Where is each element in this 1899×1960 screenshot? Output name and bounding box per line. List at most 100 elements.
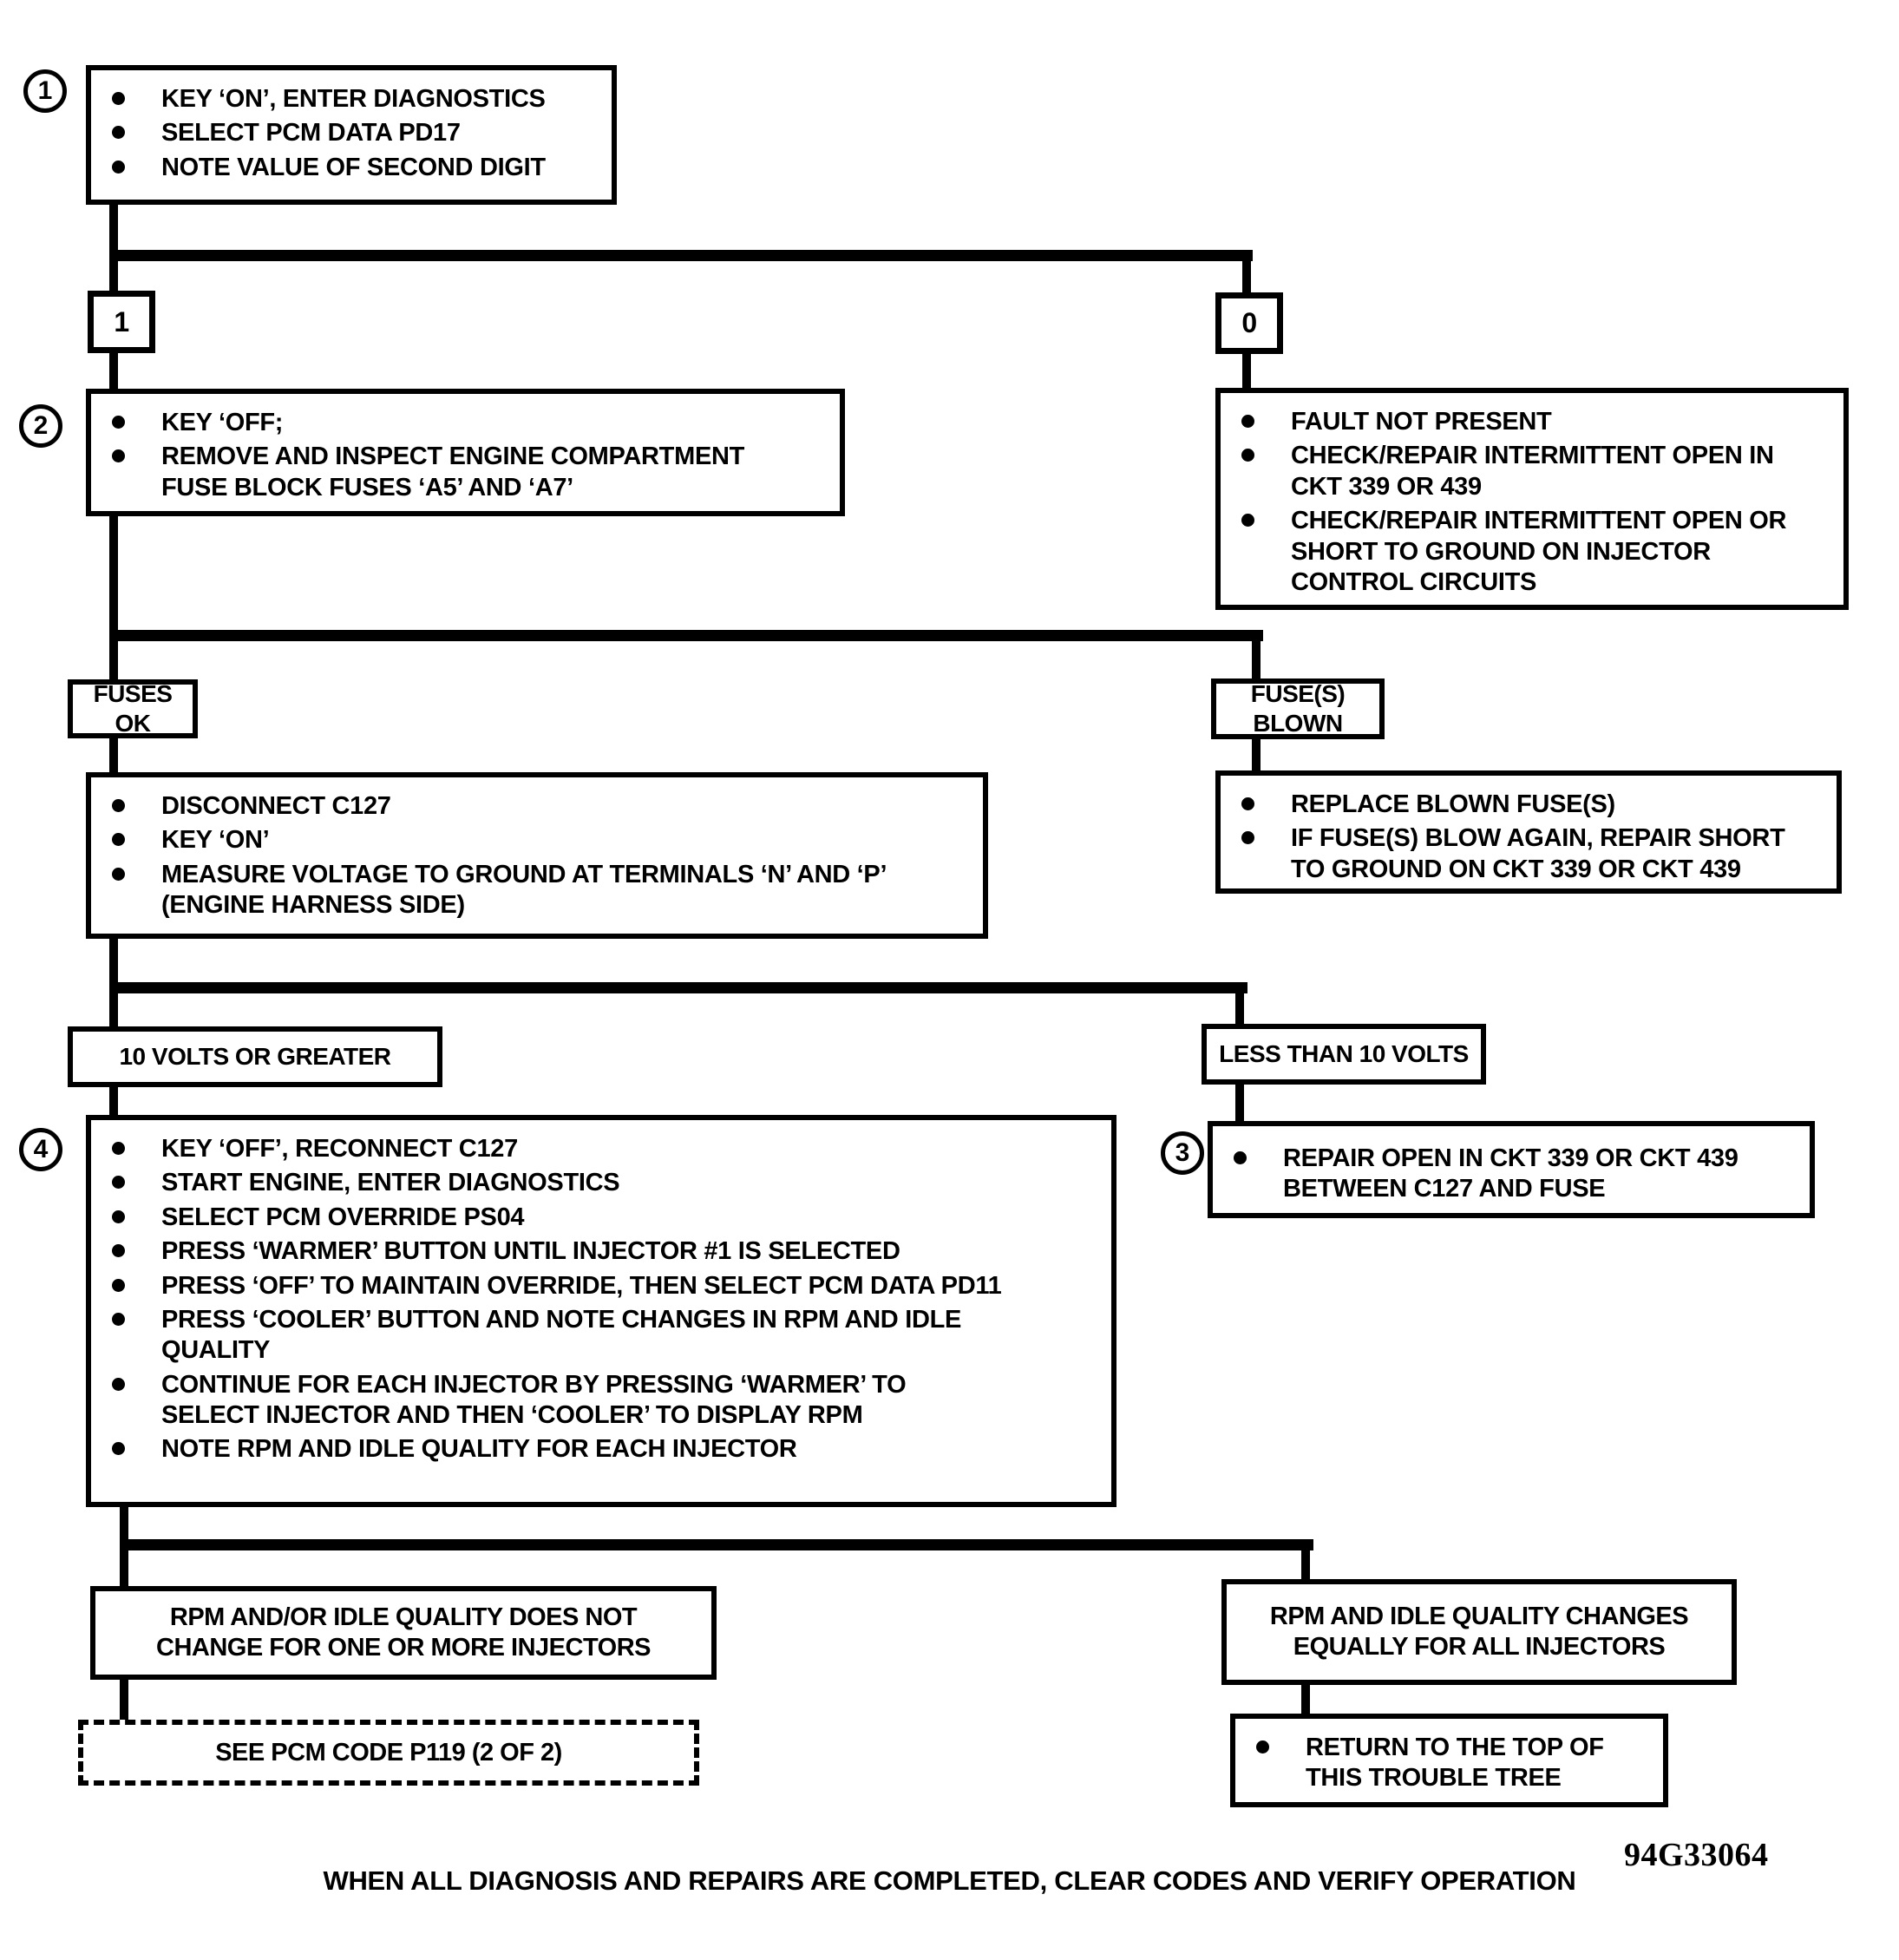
bullet-dot-icon [112,867,125,881]
bullet-dot-icon [112,449,125,463]
bullet-text: KEY ‘OFF’, RECONNECT C127 [161,1135,518,1163]
bullet-dot-icon [112,799,125,812]
bullet-text: KEY ‘OFF; [161,409,284,436]
flow-node-return-top: RETURN TO THE TOP OF THIS TROUBLE TREE [1230,1714,1668,1807]
list-item: PRESS ‘WARMER’ BUTTON UNTIL INJECTOR #1 … [112,1236,1096,1267]
flow-node-replace-fuses: REPLACE BLOWN FUSE(S) IF FUSE(S) BLOW AG… [1215,770,1842,894]
flow-node-see-pcm-code: SEE PCM CODE P119 (2 OF 2) [78,1720,699,1786]
flow-node-rpm-changes-equally: RPM AND IDLE QUALITY CHANGES EQUALLY FOR… [1221,1579,1737,1685]
footer-note: WHEN ALL DIAGNOSIS AND REPAIRS ARE COMPL… [323,1865,1576,1896]
connector [109,935,118,1028]
flow-node-volts-ge: 10 VOLTS OR GREATER [68,1026,442,1087]
list-item: RETURN TO THE TOP OF THIS TROUBLE TREE [1256,1733,1647,1794]
bullet-text: REPLACE BLOWN FUSE(S) [1291,790,1615,818]
flow-node-fuses-ok: FUSES OK [68,679,198,738]
flow-node-step1: KEY ‘ON’, ENTER DIAGNOSTICS SELECT PCM D… [86,65,617,205]
bullet-dot-icon [112,126,125,140]
list-item: CONTINUE FOR EACH INJECTOR BY PRESSING ‘… [112,1370,1096,1432]
bullet-dot-icon [112,833,125,847]
flow-node-volts-lt: LESS THAN 10 VOLTS [1202,1024,1486,1085]
list-item: KEY ‘OFF’, RECONNECT C127 [112,1134,1096,1164]
bullet-text: PRESS ‘OFF’ TO MAINTAIN OVERRIDE, THEN S… [161,1271,1002,1300]
list-item: CHECK/REPAIR INTERMITTENT OPEN IN CKT 33… [1241,441,1828,502]
list-item: REPLACE BLOWN FUSE(S) [1241,790,1821,820]
bullet-text: IF FUSE(S) BLOW AGAIN, REPAIR SHORT TO G… [1291,824,1785,883]
bullet-dot-icon [112,1244,125,1258]
connector [109,202,118,292]
connector [1235,988,1244,1026]
bullet-dot-icon [1241,415,1254,428]
bullet-dot-icon [112,160,125,174]
bullet-text: CONTINUE FOR EACH INJECTOR BY PRESSING ‘… [161,1370,907,1429]
list-item: KEY ‘ON’, ENTER DIAGNOSTICS [112,84,596,115]
bullet-text: REMOVE AND INSPECT ENGINE COMPARTMENT FU… [161,442,745,501]
bullet-text: MEASURE VOLTAGE TO GROUND AT TERMINALS ‘… [161,860,887,920]
connector [1252,636,1261,680]
bullet-dot-icon [112,1442,125,1456]
list-item: SELECT PCM OVERRIDE PS04 [112,1203,1096,1233]
bullet-text: NOTE RPM AND IDLE QUALITY FOR EACH INJEC… [161,1435,797,1464]
list-item: FAULT NOT PRESENT [1241,407,1828,437]
connector [1235,1083,1244,1123]
bullet-text: NOTE VALUE OF SECOND DIGIT [161,153,546,181]
bullet-dot-icon [1241,449,1254,462]
flow-node-branch-zero: 0 [1215,292,1283,354]
bullet-dot-icon [112,1377,125,1391]
list-item: START ENGINE, ENTER DIAGNOSTICS [112,1168,1096,1198]
list-item: REMOVE AND INSPECT ENGINE COMPARTMENT FU… [112,442,824,503]
bullet-text: KEY ‘ON’ [161,826,270,855]
connector [1301,1545,1310,1581]
connector [109,982,1247,993]
connector [109,737,118,774]
connector [109,250,1253,261]
bullet-text: CHECK/REPAIR INTERMITTENT OPEN OR SHORT … [1291,507,1787,596]
list-item: NOTE RPM AND IDLE QUALITY FOR EACH INJEC… [112,1434,1096,1465]
bullet-dot-icon [1241,514,1254,528]
bullet-text: KEY ‘ON’, ENTER DIAGNOSTICS [161,85,546,113]
flow-node-branch-one: 1 [88,291,155,353]
bullet-dot-icon [112,1209,125,1223]
connector [1242,352,1251,390]
flow-node-measure-voltage: DISCONNECT C127 KEY ‘ON’ MEASURE VOLTAGE… [86,772,988,939]
bullet-dot-icon [112,1142,125,1155]
list-item: DISCONNECT C127 [112,791,967,822]
bullet-dot-icon [112,1278,125,1292]
connector [109,351,118,390]
bullet-dot-icon [112,1176,125,1190]
step-badge-3: 3 [1161,1131,1204,1175]
flow-node-fault-not-present: FAULT NOT PRESENT CHECK/REPAIR INTERMITT… [1215,388,1849,610]
connector [1301,1683,1310,1715]
list-item: PRESS ‘COOLER’ BUTTON AND NOTE CHANGES I… [112,1305,1096,1367]
flow-node-rpm-no-change: RPM AND/OR IDLE QUALITY DOES NOT CHANGE … [90,1586,717,1680]
connector [109,515,118,681]
bullet-dot-icon [1256,1740,1269,1754]
connector [109,1085,118,1117]
bullet-text: DISCONNECT C127 [161,792,391,820]
list-item: KEY ‘OFF; [112,408,824,438]
bullet-text: FAULT NOT PRESENT [1291,408,1552,436]
list-item: SELECT PCM DATA PD17 [112,118,596,148]
bullet-text: RETURN TO THE TOP OF THIS TROUBLE TREE [1306,1734,1604,1793]
list-item: IF FUSE(S) BLOW AGAIN, REPAIR SHORT TO G… [1241,823,1821,885]
flow-node-step3: REPAIR OPEN IN CKT 339 OR CKT 439 BETWEE… [1208,1121,1815,1218]
connector [109,630,1263,641]
connector [1252,737,1261,772]
list-item: REPAIR OPEN IN CKT 339 OR CKT 439 BETWEE… [1234,1144,1794,1205]
step-badge-2: 2 [19,404,62,448]
bullet-dot-icon [1234,1151,1247,1164]
bullet-dot-icon [1241,797,1254,810]
bullet-dot-icon [112,92,125,105]
connector [1242,254,1251,294]
list-item: MEASURE VOLTAGE TO GROUND AT TERMINALS ‘… [112,860,967,921]
list-item: KEY ‘ON’ [112,825,967,855]
figure-id: 94G33064 [1624,1837,1769,1873]
list-item: NOTE VALUE OF SECOND DIGIT [112,153,596,183]
bullet-dot-icon [1241,831,1254,845]
bullet-dot-icon [112,1312,125,1326]
step-badge-4: 4 [19,1128,62,1171]
bullet-text: START ENGINE, ENTER DIAGNOSTICS [161,1169,620,1197]
bullet-dot-icon [112,416,125,429]
step-badge-1: 1 [23,69,67,113]
flow-node-step2: KEY ‘OFF; REMOVE AND INSPECT ENGINE COMP… [86,389,845,516]
